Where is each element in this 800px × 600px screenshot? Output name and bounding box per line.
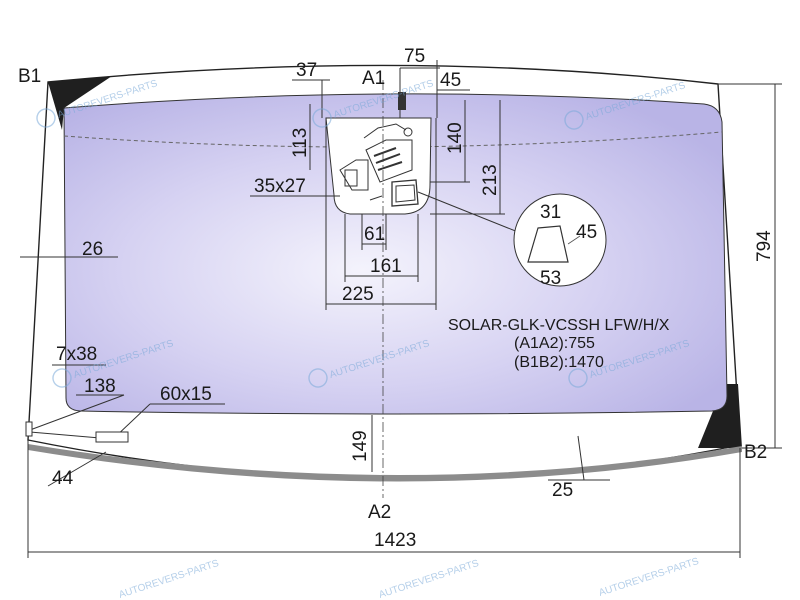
dim-height-140: 140 bbox=[445, 122, 466, 154]
model-code: SOLAR-GLK-VCSSH LFW/H/X bbox=[448, 317, 670, 334]
sensor-detail-circle bbox=[513, 193, 607, 287]
dim-width-161: 161 bbox=[370, 256, 402, 277]
dark-corner-bottom-right bbox=[698, 384, 742, 448]
svg-text:AUTOREVERS-PARTS: AUTOREVERS-PARTS bbox=[598, 556, 701, 599]
dim-dist-138: 138 bbox=[84, 376, 116, 397]
watermark-7: AUTOREVERS-PARTS bbox=[118, 558, 221, 600]
point-b1: B1 bbox=[18, 66, 41, 87]
point-b2: B2 bbox=[744, 442, 767, 463]
dim-width-225: 225 bbox=[342, 284, 374, 305]
model-a1a2: (A1A2):755 bbox=[514, 335, 595, 352]
svg-text:AUTOREVERS-PARTS: AUTOREVERS-PARTS bbox=[378, 558, 481, 600]
shade-band-line bbox=[63, 131, 723, 148]
point-a1: A1 bbox=[362, 68, 385, 89]
model-b1b2: (B1B2):1470 bbox=[514, 354, 604, 371]
trap-side: 45 bbox=[576, 222, 597, 243]
dim-overall-width: 1423 bbox=[374, 530, 416, 551]
dim-top-width-75: 75 bbox=[404, 46, 425, 67]
bottom-band bbox=[28, 444, 742, 482]
label-60x15 bbox=[95, 431, 129, 443]
pad-7x38 bbox=[25, 421, 33, 437]
dark-corner-top-left bbox=[48, 76, 112, 130]
dim-top-offset-37: 37 bbox=[296, 60, 317, 81]
watermark-9: AUTOREVERS-PARTS bbox=[598, 556, 701, 599]
dim-center-height: 149 bbox=[350, 430, 371, 462]
dim-pad-7x38: 7x38 bbox=[56, 344, 97, 365]
trap-top: 31 bbox=[540, 202, 561, 223]
dimension-lines bbox=[20, 60, 782, 558]
point-a2: A2 bbox=[368, 502, 391, 523]
dim-edge-offset-left: 26 bbox=[82, 239, 103, 260]
dim-bottom-left-small: 44 bbox=[52, 468, 74, 489]
dim-height-213: 213 bbox=[480, 164, 501, 196]
dim-width-61: 61 bbox=[364, 224, 385, 245]
dim-label-60x15: 60x15 bbox=[160, 384, 212, 405]
dim-sensor-size: 35x27 bbox=[254, 176, 306, 197]
trap-bottom: 53 bbox=[540, 268, 561, 289]
dim-top-width-45: 45 bbox=[440, 70, 461, 91]
dim-overall-height: 794 bbox=[754, 230, 775, 262]
dim-height-113: 113 bbox=[290, 128, 311, 158]
svg-text:AUTOREVERS-PARTS: AUTOREVERS-PARTS bbox=[118, 558, 221, 600]
rain-sensor-icon bbox=[339, 92, 419, 207]
watermark-8: AUTOREVERS-PARTS bbox=[378, 558, 481, 600]
dim-edge-offset-bottom: 25 bbox=[552, 480, 573, 501]
